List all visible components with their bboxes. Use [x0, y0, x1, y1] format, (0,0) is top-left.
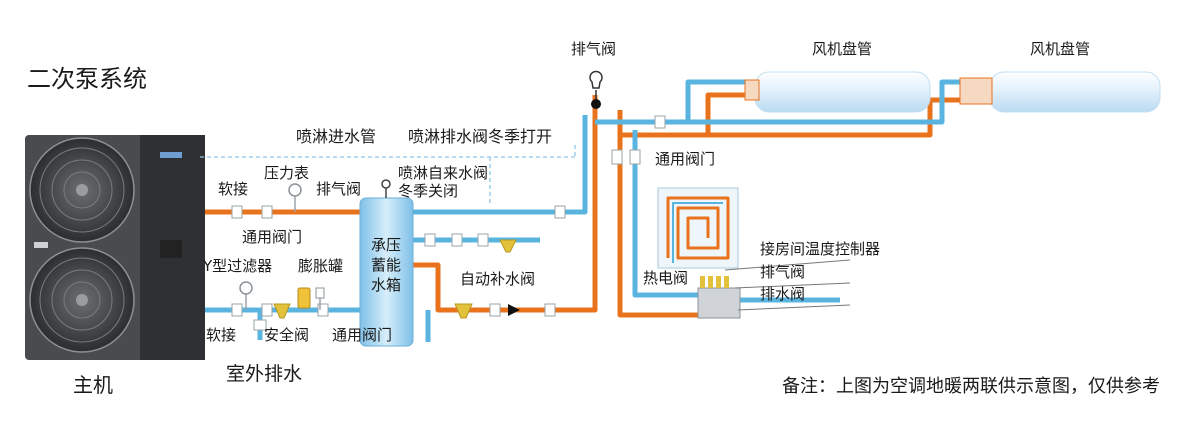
- label-universal-valve-bottom: 通用阀门: [332, 326, 392, 344]
- fan-coil-unit-2: [959, 71, 1161, 113]
- fan-upper-icon: [29, 137, 135, 243]
- label-manifold-vent: 排气阀: [760, 263, 805, 281]
- label-soft-joint-bottom: 软接: [206, 326, 236, 344]
- manifold-icon: [697, 276, 741, 319]
- label-expansion-tank: 膨胀罐: [298, 257, 343, 275]
- label-main-unit: 主机: [73, 373, 113, 397]
- check-valve-icon: [508, 304, 520, 316]
- label-fan-coil-2: 风机盘管: [1030, 40, 1090, 58]
- label-spray-drain: 喷淋排水阀冬季打开: [408, 127, 552, 146]
- label-outdoor-drain: 室外排水: [226, 363, 302, 385]
- label-room-thermostat: 接房间温度控制器: [760, 240, 880, 258]
- fan-coil-unit-1: [744, 71, 931, 113]
- floor-heating-coil-icon: [657, 187, 739, 269]
- label-soft-joint-top: 软接: [218, 180, 248, 198]
- label-spray-inlet: 喷淋进水管: [296, 127, 376, 146]
- pressure-gauge-icon: [239, 183, 325, 310]
- spray-dashed-lines: [200, 145, 576, 205]
- label-tap-water-valve-1: 喷淋自来水阀: [398, 164, 488, 182]
- expansion-tank-icon: [297, 287, 311, 309]
- top-vent-valve-icon: [589, 70, 603, 109]
- label-safety-valve: 安全阀: [264, 326, 309, 344]
- label-auto-refill: 自动补水阀: [460, 270, 535, 288]
- fan-lower-icon: [29, 247, 135, 353]
- label-tank-line2: 蓄能: [371, 256, 401, 274]
- y-filter-icon: [273, 303, 291, 319]
- label-thermo-valve: 热电阀: [643, 269, 688, 287]
- manifold-leader-lines: [724, 259, 851, 311]
- label-tank-line3: 水箱: [371, 276, 401, 294]
- label-y-filter: Y型过滤器: [202, 257, 272, 275]
- label-pressure-gauge: 压力表: [264, 164, 309, 182]
- label-manifold-drain: 排水阀: [760, 285, 805, 303]
- label-tank-line1: 承压: [371, 236, 401, 254]
- pipe-fittings: [231, 115, 666, 317]
- safety-valve-icon: [253, 319, 267, 331]
- label-universal-valve-right: 通用阀门: [655, 150, 715, 168]
- label-vent-valve-top: 排气阀: [571, 40, 616, 58]
- label-tap-water-valve-2: 冬季关闭: [398, 182, 458, 200]
- label-vent-valve-tank: 排气阀: [316, 180, 361, 198]
- refill-filter-icon: [454, 239, 517, 319]
- footer-note: 备注：上图为空调地暖两联供示意图，仅供参考: [782, 376, 1160, 397]
- outdoor-heat-pump-unit: [25, 135, 205, 360]
- diagram-title: 二次泵系统: [27, 65, 147, 93]
- tank-vent-valve-icon: [381, 179, 391, 198]
- label-universal-valve-top: 通用阀门: [242, 228, 302, 246]
- label-fan-coil-1: 风机盘管: [812, 40, 872, 58]
